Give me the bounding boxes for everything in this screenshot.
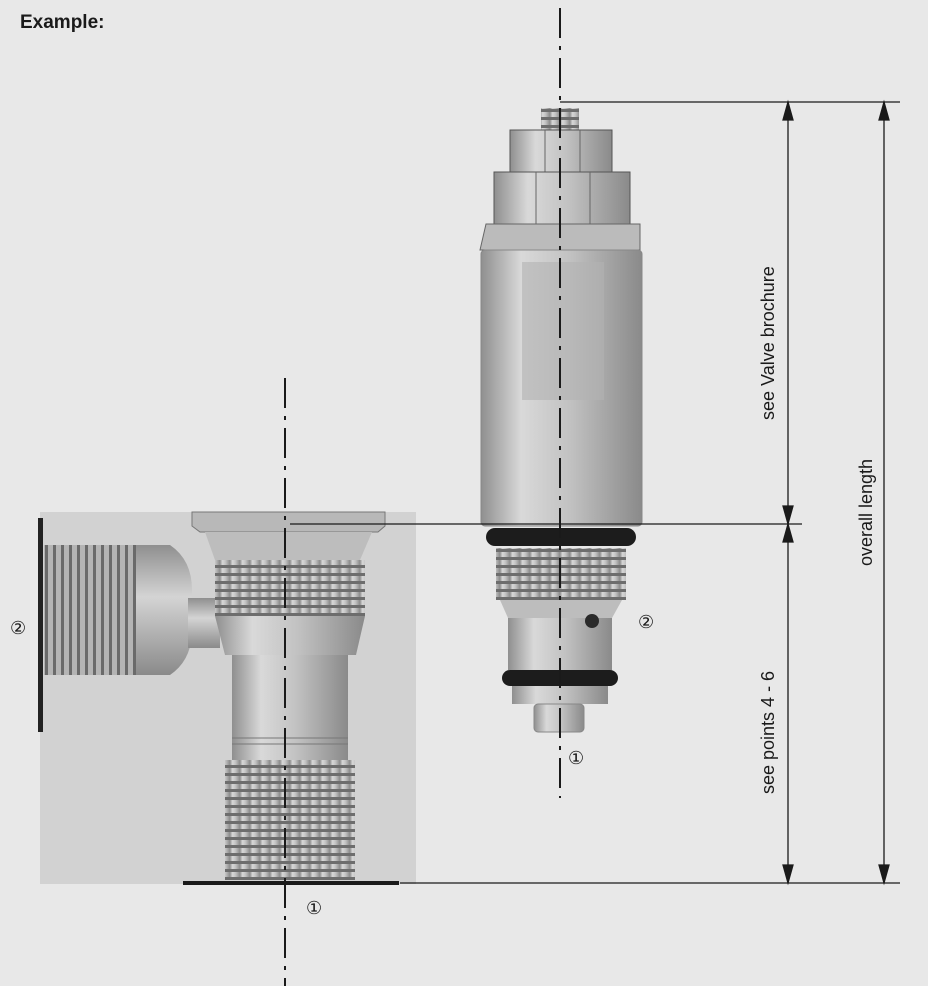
port-hole xyxy=(585,614,599,628)
port-2-label-left: ② xyxy=(10,618,27,638)
port-2-label-right: ② xyxy=(638,612,655,632)
port-1-label-bottom: ① xyxy=(306,898,323,918)
tee-collar xyxy=(215,616,365,655)
top-flange xyxy=(191,511,386,533)
overall-length-label: overall length xyxy=(856,458,876,566)
lower-thread xyxy=(225,760,355,880)
valve-brochure-dimension-label: see Valve brochure xyxy=(758,266,778,420)
port-1-label-right: ① xyxy=(568,748,585,768)
side-thread xyxy=(44,545,136,675)
points-dimension-label: see points 4 - 6 xyxy=(758,670,778,794)
tee-body xyxy=(232,655,348,760)
side-face-line xyxy=(38,518,43,732)
bottom-face-line xyxy=(183,881,399,885)
tee-fitting xyxy=(38,511,416,885)
example-title: Example: xyxy=(20,12,105,33)
side-stub xyxy=(188,598,220,648)
body-flat xyxy=(522,262,604,400)
side-neck xyxy=(136,545,192,675)
hex-body xyxy=(493,171,631,225)
upper-taper xyxy=(205,532,372,560)
upper-thread xyxy=(215,560,365,616)
dimension-lines xyxy=(290,99,900,886)
